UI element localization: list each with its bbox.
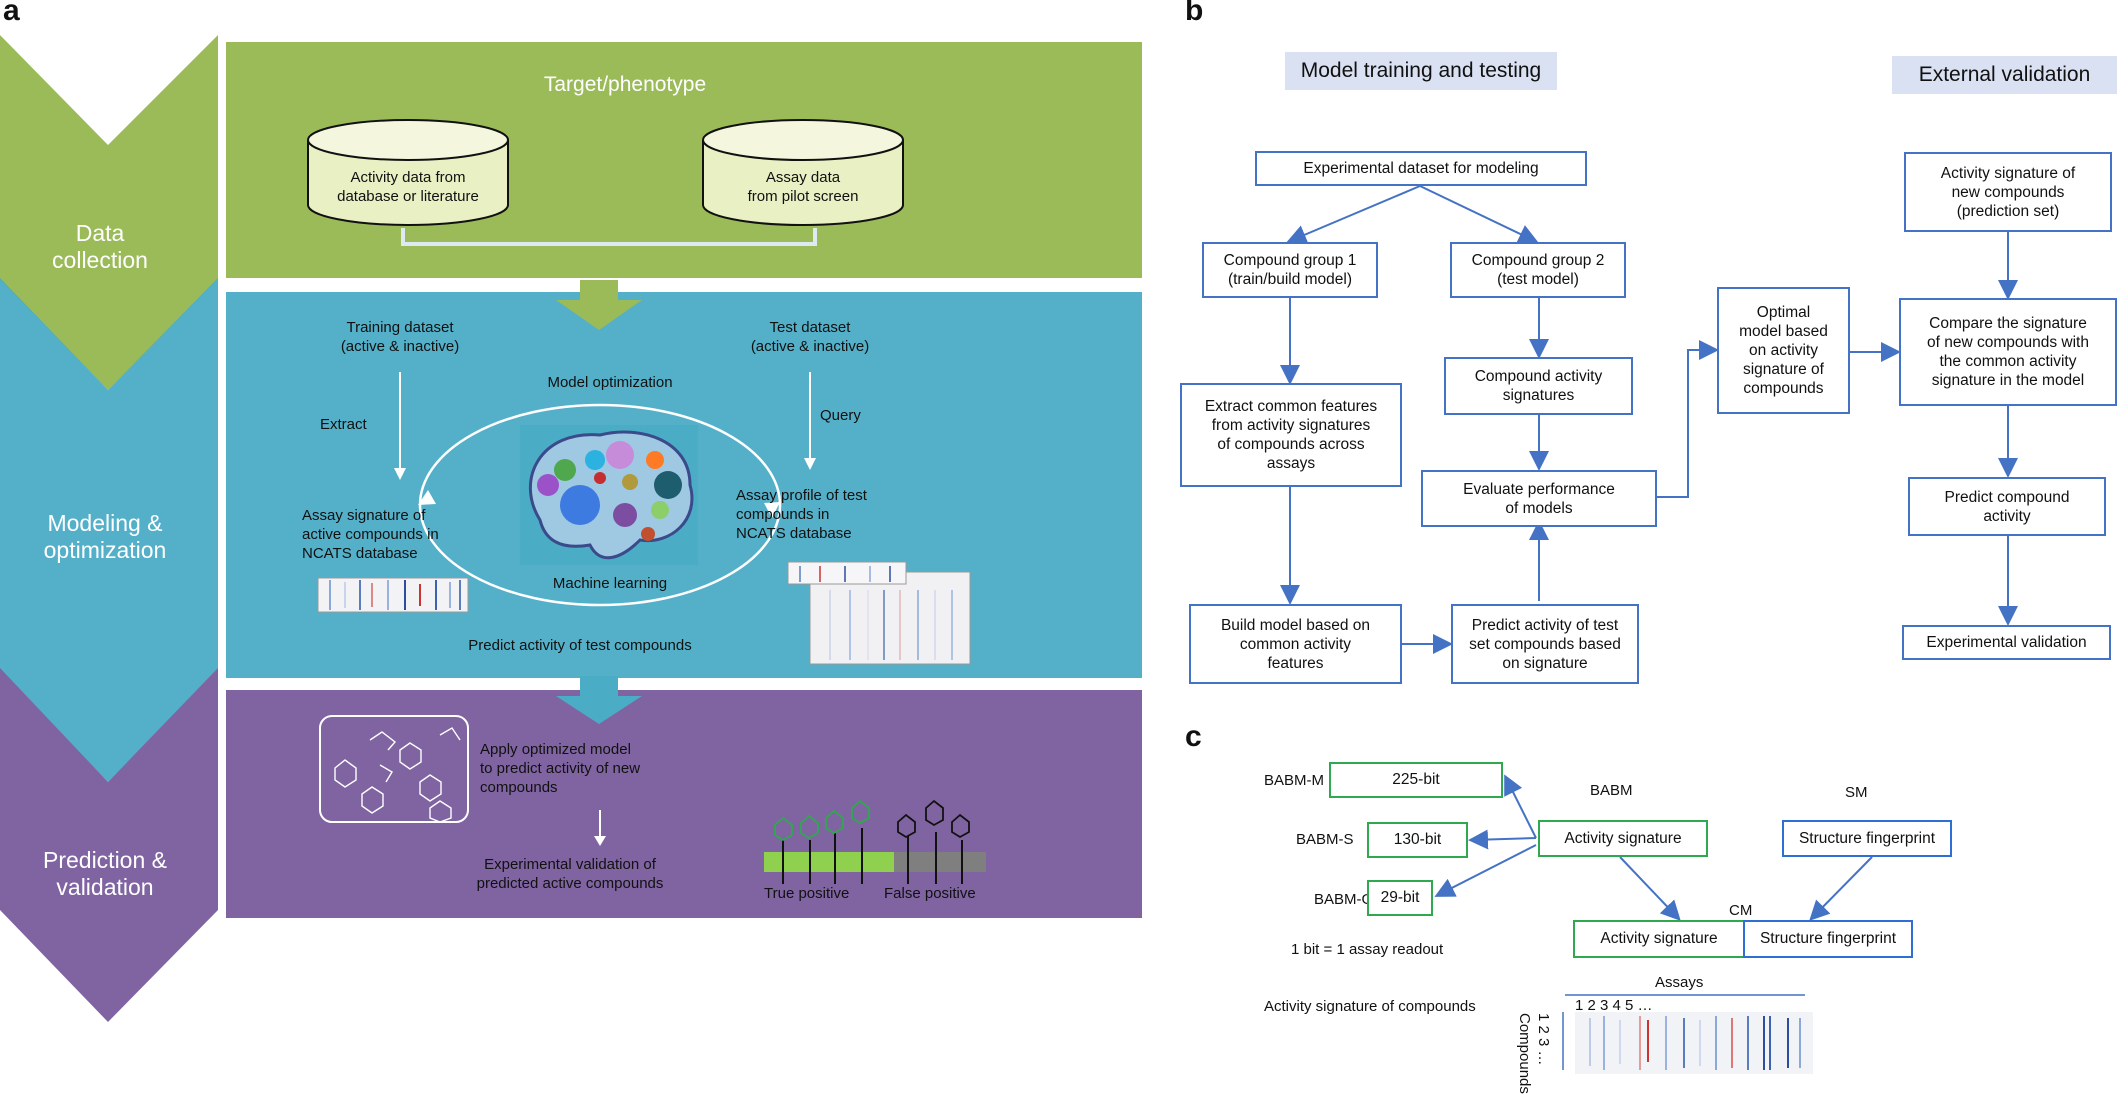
- test-dataset-label: Test dataset (active & inactive): [750, 319, 870, 355]
- arrow-data-to-model: [556, 280, 642, 330]
- node-build-model: Build model based on common activity fea…: [1189, 604, 1402, 684]
- node-compare-signature: Compare the signature of new compounds w…: [1899, 298, 2117, 406]
- exp-validation-label: Experimental validation of predicted act…: [476, 856, 664, 892]
- cm-structure-fingerprint-box: Structure fingerprint: [1743, 920, 1913, 958]
- stage-label-data-collection: Data collection: [20, 220, 180, 274]
- panel-c-label: c: [1185, 720, 1202, 753]
- node-predict-test-set: Predict activity of test set compounds b…: [1451, 604, 1639, 684]
- database-left-icon: [307, 119, 509, 226]
- sm-label: SM: [1845, 784, 1868, 801]
- stage-text-3: Prediction & validation: [42, 847, 167, 900]
- babm-g-label: BABM-G: [1314, 891, 1374, 908]
- compound-structures-icon: [334, 727, 461, 823]
- heatmap-thumb-left: [317, 577, 469, 613]
- extract-label: Extract: [320, 416, 367, 433]
- node-activity-signature-new: Activity signature of new compounds (pre…: [1904, 152, 2112, 232]
- false-positive-label: False positive: [884, 885, 976, 902]
- node-predict-compound-activity: Predict compound activity: [1908, 477, 2106, 536]
- true-positive-label: True positive: [764, 885, 850, 902]
- bit-130-box: 130-bit: [1367, 822, 1468, 858]
- activity-signature-box: Activity signature: [1538, 820, 1708, 857]
- target-phenotype-title: Target/phenotype: [543, 73, 707, 96]
- node-optimal-model: Optimal model based on activity signatur…: [1717, 287, 1850, 414]
- prediction-panel: [226, 690, 1142, 918]
- model-optimization-label: Model optimization: [547, 374, 673, 391]
- stage-chevron-pred: [0, 668, 218, 1022]
- node-compound-group-2: Compound group 2 (test model): [1450, 242, 1626, 298]
- node-compound-group-1: Compound group 1 (train/build model): [1202, 242, 1378, 298]
- apply-model-label: Apply optimized model to predict activit…: [480, 741, 641, 796]
- cm-activity-signature-box: Activity signature: [1573, 920, 1745, 958]
- database-right-icon: [702, 119, 904, 226]
- structure-fingerprint-box: Structure fingerprint: [1782, 820, 1952, 857]
- query-label: Query: [820, 407, 861, 424]
- node-evaluate-performance: Evaluate performance of models: [1421, 470, 1657, 527]
- panel-b-label: b: [1185, 0, 1204, 27]
- babm-label: BABM: [1590, 782, 1633, 799]
- panel-a-label: a: [3, 0, 20, 27]
- machine-learning-label: Machine learning: [552, 575, 668, 592]
- compounds-label: Compounds: [1516, 1013, 1533, 1094]
- stage-chevron-model: [0, 278, 218, 782]
- activity-heatmap: [1575, 1012, 1813, 1074]
- compound-numbers: 1 2 3 …: [1535, 1013, 1552, 1066]
- model-loop: [418, 403, 782, 607]
- false-positive-molecules-icon: [897, 799, 970, 839]
- db-left-label: Activity data from database or literatur…: [337, 169, 479, 205]
- stage-text-2: Modeling & optimization: [43, 510, 167, 563]
- compound-structures-box: [319, 715, 469, 823]
- predict-test-label: Predict activity of test compounds: [468, 637, 692, 654]
- node-compound-activity-signatures: Compound activity signatures: [1444, 357, 1633, 415]
- assay-signature-label: Assay signature of active compounds in N…: [302, 507, 439, 562]
- db-right-label: Assay data from pilot screen: [747, 169, 859, 205]
- assays-label: Assays: [1655, 974, 1704, 991]
- header-model-training: Model training and testing: [1285, 52, 1557, 90]
- stage-chevron-data: [0, 35, 218, 390]
- heatmap-thumb-right: [787, 561, 971, 665]
- stage-label-prediction: Prediction & validation: [15, 847, 195, 901]
- bit-note: 1 bit = 1 assay readout: [1291, 941, 1444, 958]
- header-external-validation: External validation: [1892, 56, 2117, 94]
- babm-s-label: BABM-S: [1296, 831, 1354, 848]
- db-connector: [401, 228, 817, 246]
- stage-text-1: Data collection: [52, 220, 148, 273]
- node-experimental-dataset: Experimental dataset for modeling: [1255, 151, 1587, 186]
- node-experimental-validation: Experimental validation: [1902, 625, 2111, 660]
- training-dataset-label: Training dataset (active & inactive): [340, 319, 460, 355]
- cm-label: CM: [1729, 902, 1753, 919]
- brain-icon: [528, 430, 694, 560]
- signature-caption: Activity signature of compounds: [1264, 998, 1476, 1015]
- babm-m-label: BABM-M: [1264, 772, 1324, 789]
- bit-29-box: 29-bit: [1367, 880, 1433, 916]
- assay-numbers: 1 2 3 4 5 …: [1575, 997, 1653, 1014]
- node-extract-features: Extract common features from activity si…: [1180, 383, 1402, 487]
- assay-profile-label: Assay profile of test compounds in NCATS…: [736, 487, 867, 542]
- bit-225-box: 225-bit: [1329, 762, 1503, 798]
- true-positive-molecules-icon: [774, 799, 870, 842]
- arrow-model-to-pred: [556, 676, 642, 724]
- stage-label-modeling: Modeling & optimization: [15, 510, 195, 564]
